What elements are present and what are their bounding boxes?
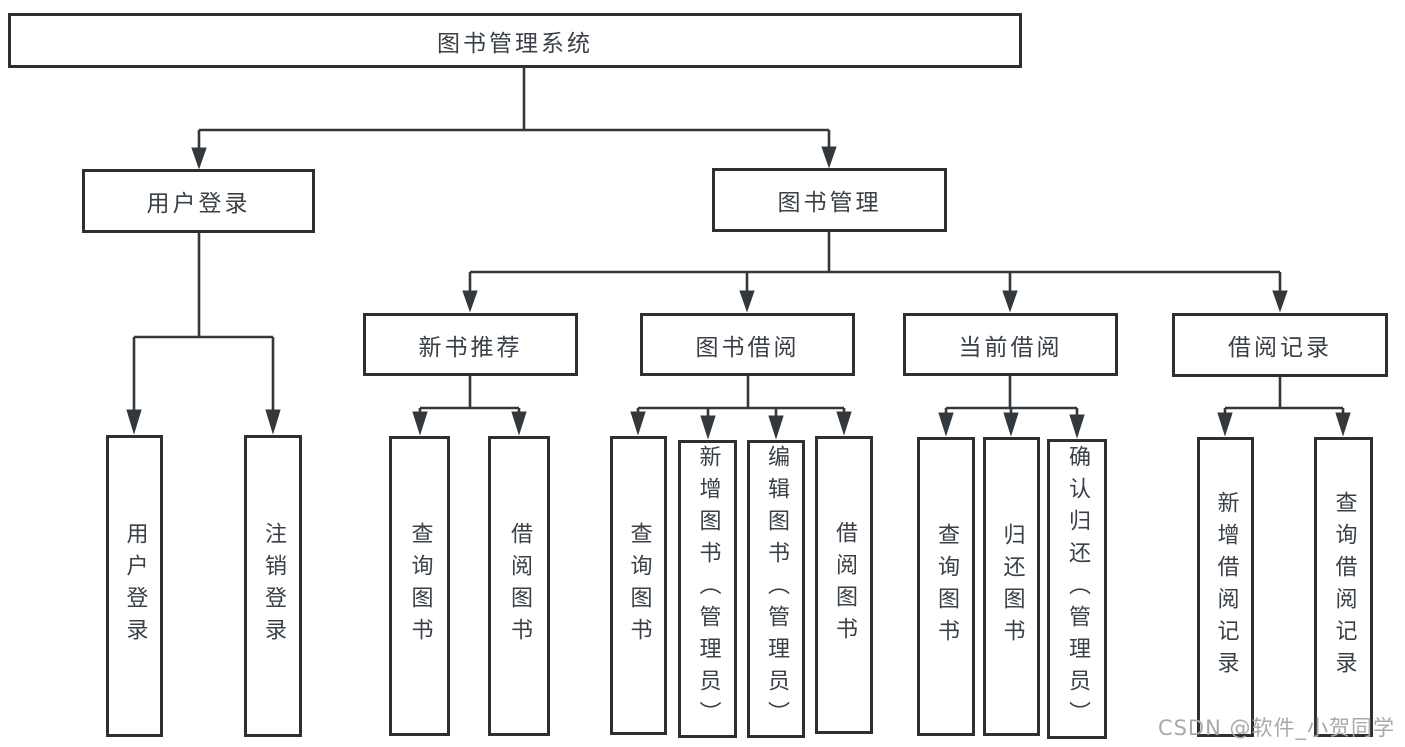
leaf-add-books-admin: 新增图书（管理员） bbox=[678, 440, 737, 738]
leaf-query-books-borrow: 查询图书 bbox=[610, 436, 667, 735]
leaf-return-books: 归还图书 bbox=[983, 437, 1040, 736]
node-user-login: 用户登录 bbox=[82, 169, 315, 233]
node-borrow-records: 借阅记录 bbox=[1172, 313, 1388, 377]
node-current-borrow: 当前借阅 bbox=[903, 313, 1118, 376]
node-root-library-system: 图书管理系统 bbox=[8, 13, 1022, 68]
leaf-borrow-books-recommend: 借阅图书 bbox=[488, 436, 550, 736]
leaf-logout: 注销登录 bbox=[244, 435, 302, 737]
leaf-edit-books-admin: 编辑图书（管理员） bbox=[747, 440, 805, 738]
leaf-confirm-return-admin: 确认归还（管理员） bbox=[1047, 439, 1107, 739]
watermark: CSDN @软件_小贺同学 bbox=[1157, 716, 1395, 740]
leaf-query-books-current: 查询图书 bbox=[917, 437, 975, 736]
leaf-borrow-books: 借阅图书 bbox=[815, 436, 873, 734]
node-book-management: 图书管理 bbox=[712, 168, 947, 232]
leaf-user-login: 用户登录 bbox=[106, 435, 163, 737]
leaf-add-borrow-record: 新增借阅记录 bbox=[1197, 437, 1254, 737]
leaf-query-borrow-record: 查询借阅记录 bbox=[1314, 437, 1373, 737]
leaf-query-books-recommend: 查询图书 bbox=[389, 436, 450, 736]
node-new-book-recommend: 新书推荐 bbox=[363, 313, 578, 376]
node-book-borrow: 图书借阅 bbox=[640, 313, 855, 376]
